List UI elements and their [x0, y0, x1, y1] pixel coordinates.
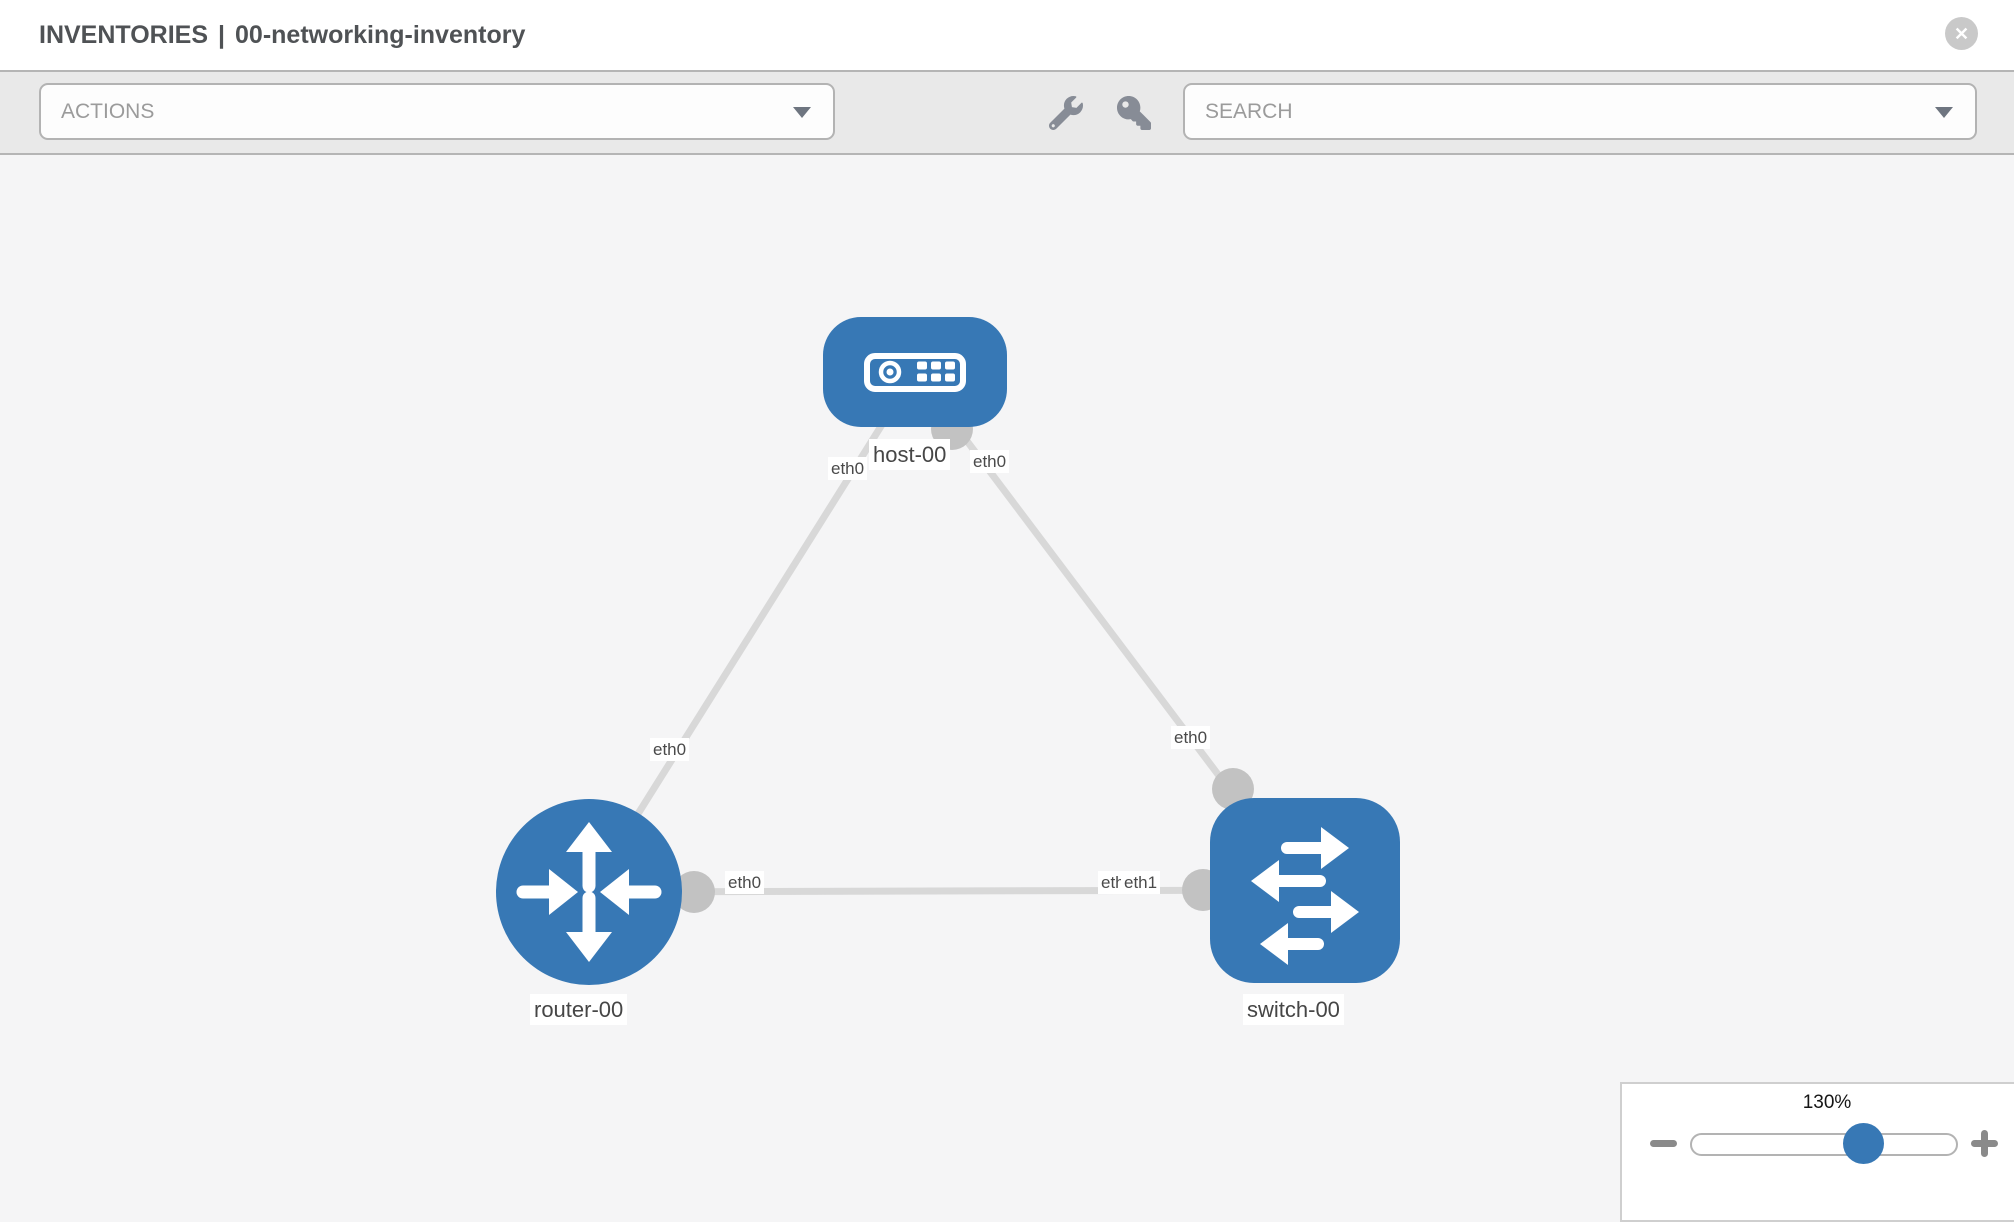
- credentials-button[interactable]: [1115, 94, 1153, 132]
- header: INVENTORIES | 00-networking-inventory ✕: [0, 0, 2014, 70]
- zoom-level: 130%: [1802, 1092, 1852, 1113]
- node-label-router-00: router-00: [530, 994, 628, 1025]
- interface-label: eth1: [1121, 871, 1161, 894]
- interface-label: eth0: [1171, 726, 1211, 749]
- search-select[interactable]: SEARCH: [1183, 83, 1977, 140]
- zoom-out-button[interactable]: [1644, 1128, 1684, 1160]
- switch-icon: [1251, 827, 1359, 965]
- key-icon: [1117, 96, 1151, 130]
- zoom-panel: 130%: [1620, 1082, 2014, 1222]
- interface-label: eth0: [725, 871, 765, 894]
- node-label-host-00: host-00: [869, 439, 951, 470]
- chevron-down-icon: [793, 106, 811, 118]
- node-switch-00[interactable]: [1210, 798, 1400, 983]
- host-icon: [864, 353, 966, 392]
- interface-label: eth0: [970, 450, 1010, 473]
- minus-icon: [1650, 1140, 1677, 1147]
- interface-connector-router-eth0: [673, 871, 715, 913]
- close-button[interactable]: ✕: [1945, 17, 1978, 50]
- page-title: INVENTORIES | 00-networking-inventory: [39, 0, 525, 70]
- zoom-slider-handle[interactable]: [1843, 1123, 1884, 1164]
- interface-label: eth0: [828, 457, 868, 480]
- interface-label: eth0: [650, 738, 690, 761]
- zoom-in-button[interactable]: [1965, 1128, 2005, 1160]
- chevron-down-icon: [1935, 106, 1953, 118]
- close-icon: ✕: [1953, 23, 1970, 44]
- title-separator: |: [218, 20, 226, 49]
- wrench-icon: [1049, 96, 1083, 130]
- node-host-00[interactable]: [823, 317, 1007, 427]
- search-select-label: SEARCH: [1205, 99, 1293, 123]
- actions-select[interactable]: ACTIONS: [39, 83, 835, 140]
- node-label-switch-00: switch-00: [1243, 994, 1344, 1025]
- actions-select-label: ACTIONS: [61, 99, 155, 123]
- tools-button[interactable]: [1047, 94, 1085, 132]
- toolbar: ACTIONS SEARCH: [0, 70, 2014, 155]
- router-icon: [516, 822, 662, 962]
- zoom-slider-track[interactable]: [1690, 1133, 1958, 1156]
- inventory-name: 00-networking-inventory: [235, 20, 526, 49]
- breadcrumb: INVENTORIES: [39, 20, 209, 49]
- node-router-00[interactable]: [496, 799, 682, 985]
